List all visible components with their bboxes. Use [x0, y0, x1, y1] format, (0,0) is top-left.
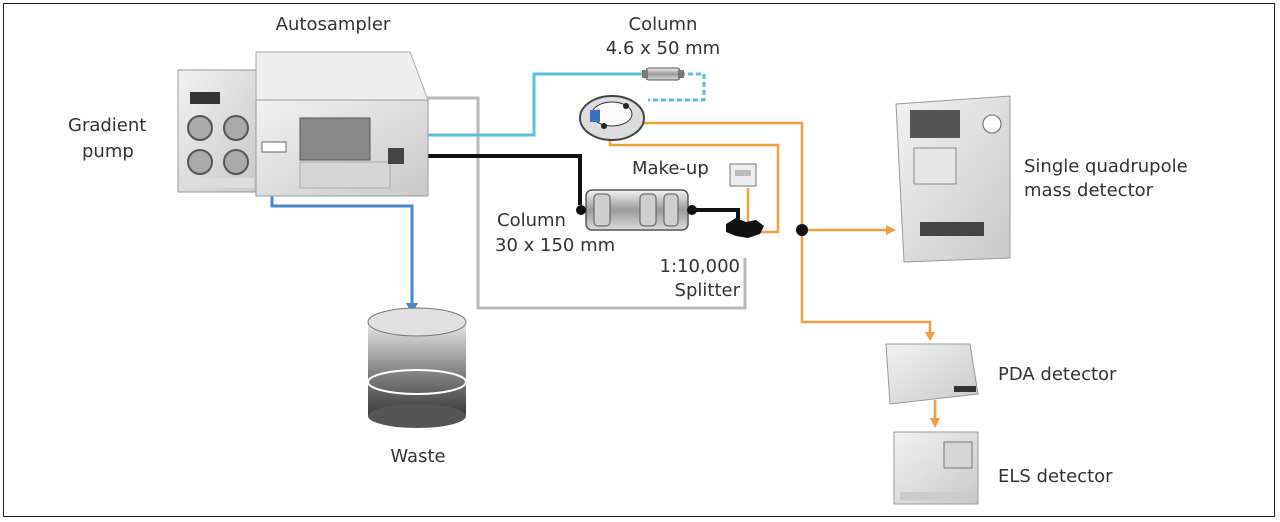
small-column-label-line2: 4.6 x 50 mm	[606, 38, 720, 59]
els-detector-instrument-icon	[893, 431, 979, 505]
ms-detector-label-line1: Single quadrupole	[1024, 156, 1188, 177]
pda-arrowhead	[925, 332, 935, 341]
blue-waste-line	[270, 178, 414, 305]
splitter-icon	[726, 218, 764, 238]
gradient-pump-label-line1: Gradient	[68, 115, 146, 136]
els-detector-label: ELS detector	[998, 466, 1113, 487]
orange-pda-line	[800, 230, 932, 334]
analytical-column-icon	[642, 67, 684, 81]
switching-valve-icon	[579, 95, 645, 141]
waste-label: Waste	[390, 446, 445, 467]
diagram-frame	[3, 3, 1275, 517]
splitter-label-line1: 1:10,000	[660, 256, 741, 277]
pda-detector-instrument-icon	[885, 343, 979, 405]
autosampler-label: Autosampler	[276, 14, 391, 35]
preparative-column-icon	[576, 189, 697, 231]
orange-valve-line	[632, 121, 804, 230]
black-flow-line	[408, 154, 582, 205]
large-column-label-line2: 30 x 150 mm	[495, 235, 615, 256]
splitter-label-line2: Splitter	[675, 280, 741, 301]
small-column-label-line1: Column	[629, 14, 698, 35]
autosampler-instrument-icon	[255, 51, 429, 197]
large-column-label-line1: Column	[497, 210, 566, 231]
els-arrowhead	[930, 418, 940, 428]
makeup-label: Make-up	[632, 158, 709, 179]
cyan-flow-line-return	[648, 72, 706, 102]
pda-detector-label: PDA detector	[998, 364, 1117, 385]
flow-junction-dot	[796, 224, 808, 236]
waste-container-icon	[367, 307, 467, 428]
ms-arrowhead	[886, 225, 896, 235]
ms-detector-label-line2: mass detector	[1024, 180, 1154, 201]
mass-detector-instrument-icon	[895, 95, 1011, 263]
black-flow-line-2	[688, 208, 740, 222]
makeup-pump-icon	[729, 163, 757, 187]
gradient-pump-instrument-icon	[177, 69, 257, 193]
gradient-pump-label-line2: pump	[82, 141, 134, 162]
